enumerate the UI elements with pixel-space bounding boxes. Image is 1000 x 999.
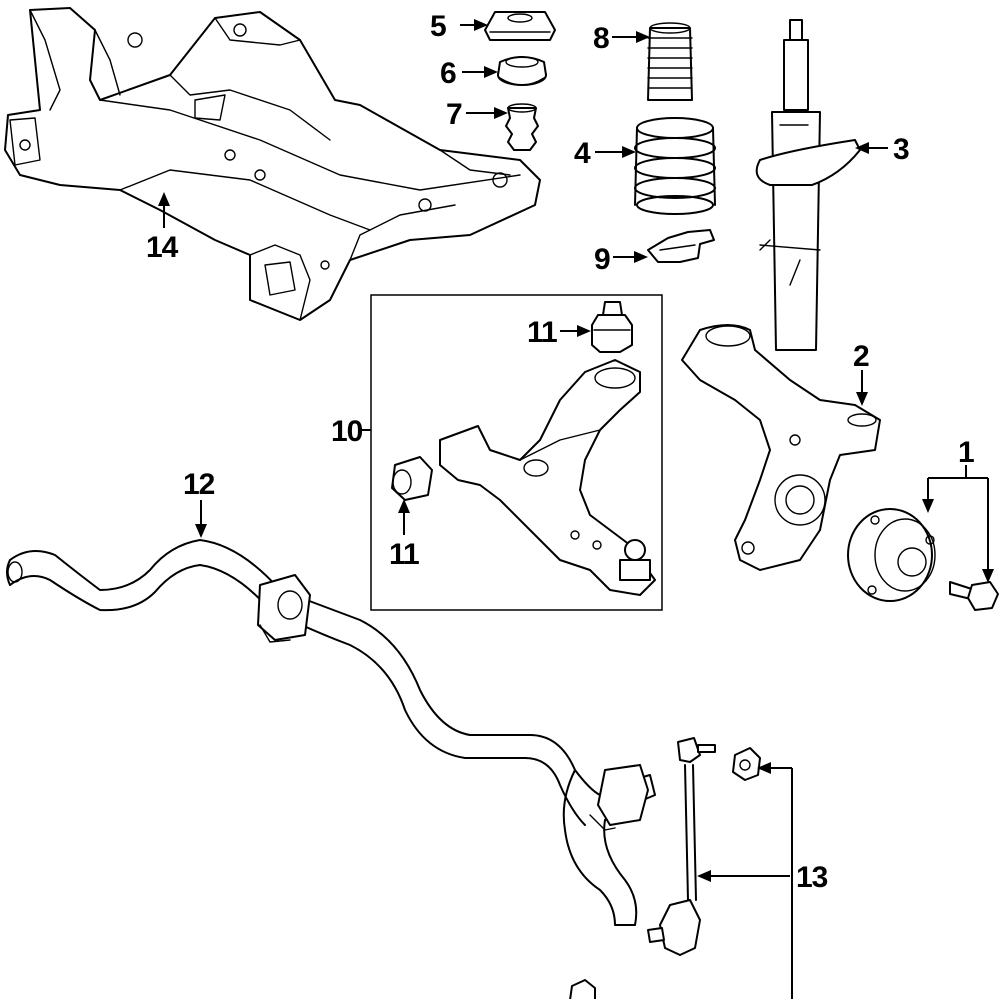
control-arm-group-box: [370, 294, 663, 611]
control-arm-bushing-front: [391, 456, 433, 501]
control-arm-bushing-rear: [591, 301, 633, 353]
callout-10: 10: [331, 415, 363, 448]
strut-mount: [484, 11, 556, 41]
callout-9: 9: [594, 243, 610, 276]
stabilizer-link-nut-upper: [732, 747, 761, 781]
stabilizer-link: [647, 737, 716, 956]
callout-13: 13: [796, 861, 828, 894]
wheel-hub-assembly: [847, 508, 936, 602]
jounce-bumper: [505, 103, 539, 151]
callout-labels: 1 2 3 4 5 6 7 8 9 10 11 11 12 13 14: [146, 10, 975, 894]
stabilizer-bar: [6, 539, 656, 926]
callout-12: 12: [183, 468, 215, 501]
strut-assembly: [755, 19, 861, 351]
strut-bearing: [497, 56, 547, 86]
hub-bolt: [949, 581, 999, 611]
subframe-crossmember: [4, 7, 541, 321]
steering-knuckle: [681, 324, 881, 571]
callout-11-lower: 11: [389, 538, 419, 571]
callout-8: 8: [593, 22, 609, 55]
callout-7: 7: [446, 98, 462, 131]
callout-14: 14: [146, 231, 179, 264]
leader-lines: [158, 19, 994, 999]
callout-11-upper: 11: [527, 316, 557, 349]
stabilizer-link-nut-lower: [569, 979, 596, 999]
dust-boot: [647, 22, 693, 101]
callout-4: 4: [574, 137, 591, 170]
callout-2: 2: [853, 340, 869, 373]
callout-6: 6: [440, 57, 456, 90]
coil-spring: [634, 117, 716, 215]
callout-5: 5: [430, 10, 446, 43]
callout-1: 1: [958, 436, 974, 469]
spring-insulator: [647, 229, 715, 263]
callout-3: 3: [893, 133, 909, 166]
lower-control-arm: [439, 359, 656, 596]
